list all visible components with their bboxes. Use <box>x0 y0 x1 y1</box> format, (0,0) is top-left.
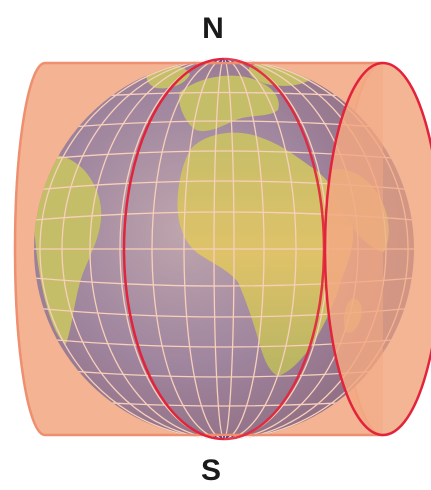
south-pole-label: S <box>191 456 231 486</box>
cylinder-end-cap <box>325 63 431 435</box>
north-pole-label: N <box>193 14 233 44</box>
